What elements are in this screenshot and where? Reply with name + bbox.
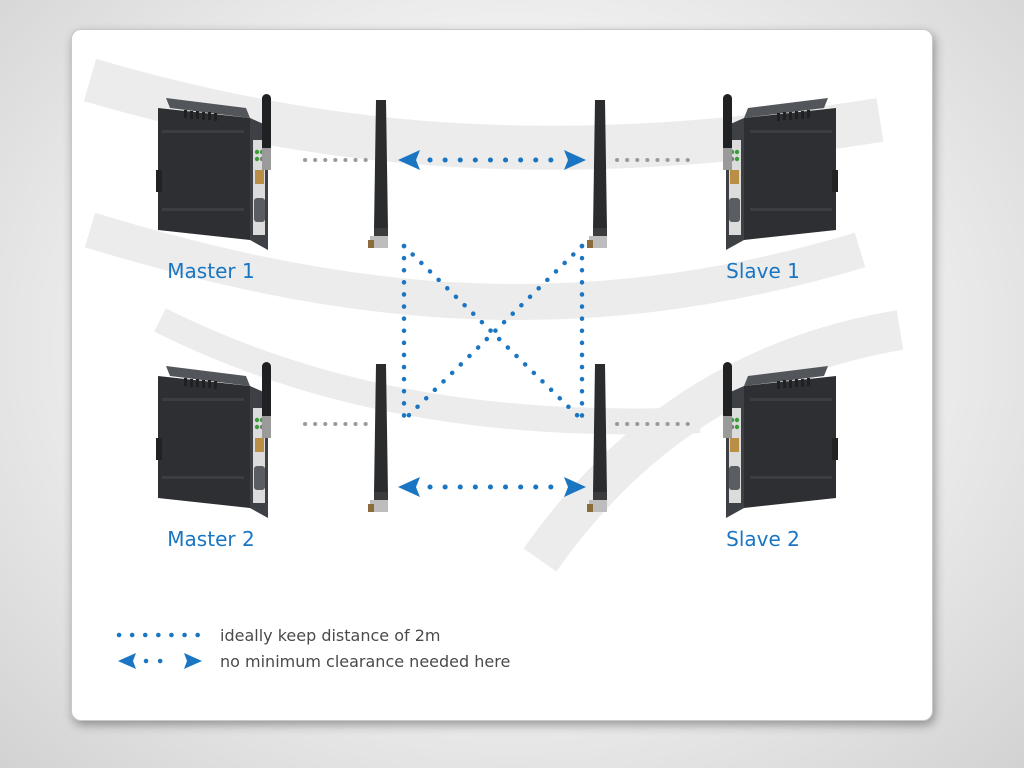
legend: ideally keep distance of 2m no minimum c… xyxy=(116,626,510,671)
master-1-label: Master 1 xyxy=(167,259,254,283)
distance-line-slave-1-master-2 xyxy=(401,243,585,423)
master-2-device xyxy=(156,362,271,518)
slave-1-label: Slave 1 xyxy=(726,259,800,283)
arrow-link-master-1-slave-1 xyxy=(398,150,586,170)
legend-dotted-text: ideally keep distance of 2m xyxy=(220,626,440,645)
legend-arrow-text: no minimum clearance needed here xyxy=(220,652,510,671)
arrow-link-master-2-slave-2 xyxy=(398,477,586,497)
distance-line-master-1-slave-2 xyxy=(401,243,585,423)
master-2-label: Master 2 xyxy=(167,527,254,551)
slave-2-label: Slave 2 xyxy=(726,527,800,551)
legend-arrow-symbol xyxy=(118,653,202,669)
rod-antenna-slave-1 xyxy=(587,100,607,248)
